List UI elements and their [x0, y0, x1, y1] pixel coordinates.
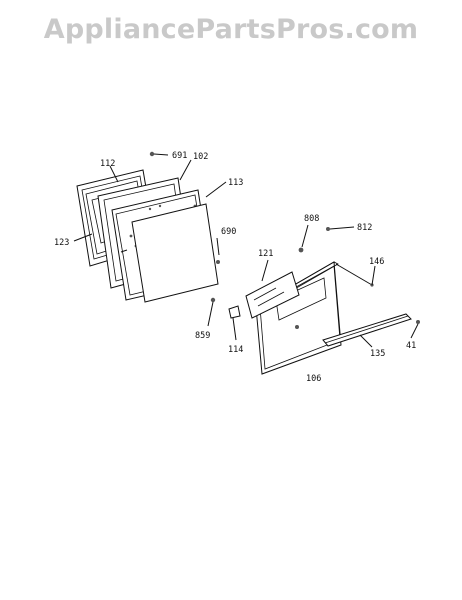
screw-41-icon — [410, 320, 420, 339]
door-front-inner-panel — [131, 203, 219, 303]
label-135: 135 — [370, 349, 385, 359]
label-812: 812 — [357, 223, 372, 233]
label-113: 113 — [228, 178, 243, 188]
label-112: 112 — [100, 159, 115, 169]
door-hinge-rod — [335, 263, 373, 286]
door-handle-135 — [322, 313, 412, 348]
screw-859-icon — [207, 297, 216, 327]
label-123: 123 — [54, 238, 69, 248]
label-146: 146 — [369, 257, 384, 267]
watermark-logo: AppliancePartsPros.com — [43, 14, 419, 45]
label-121: 121 — [258, 249, 273, 259]
screw-812-icon — [326, 226, 355, 231]
hinge-114-icon — [228, 305, 241, 341]
screw-691-icon — [149, 151, 169, 157]
label-808: 808 — [304, 214, 319, 224]
label-690: 690 — [221, 227, 236, 237]
screw-808-icon — [298, 224, 309, 253]
label-114: 114 — [228, 345, 243, 355]
door-glass-121 — [245, 271, 300, 319]
label-106: 106 — [306, 374, 321, 384]
label-859: 859 — [195, 331, 210, 341]
label-41: 41 — [406, 341, 416, 351]
label-691: 691 — [172, 151, 187, 161]
label-102: 102 — [193, 152, 208, 162]
outer-door-panel — [255, 261, 342, 375]
screw-690-icon — [216, 237, 220, 264]
